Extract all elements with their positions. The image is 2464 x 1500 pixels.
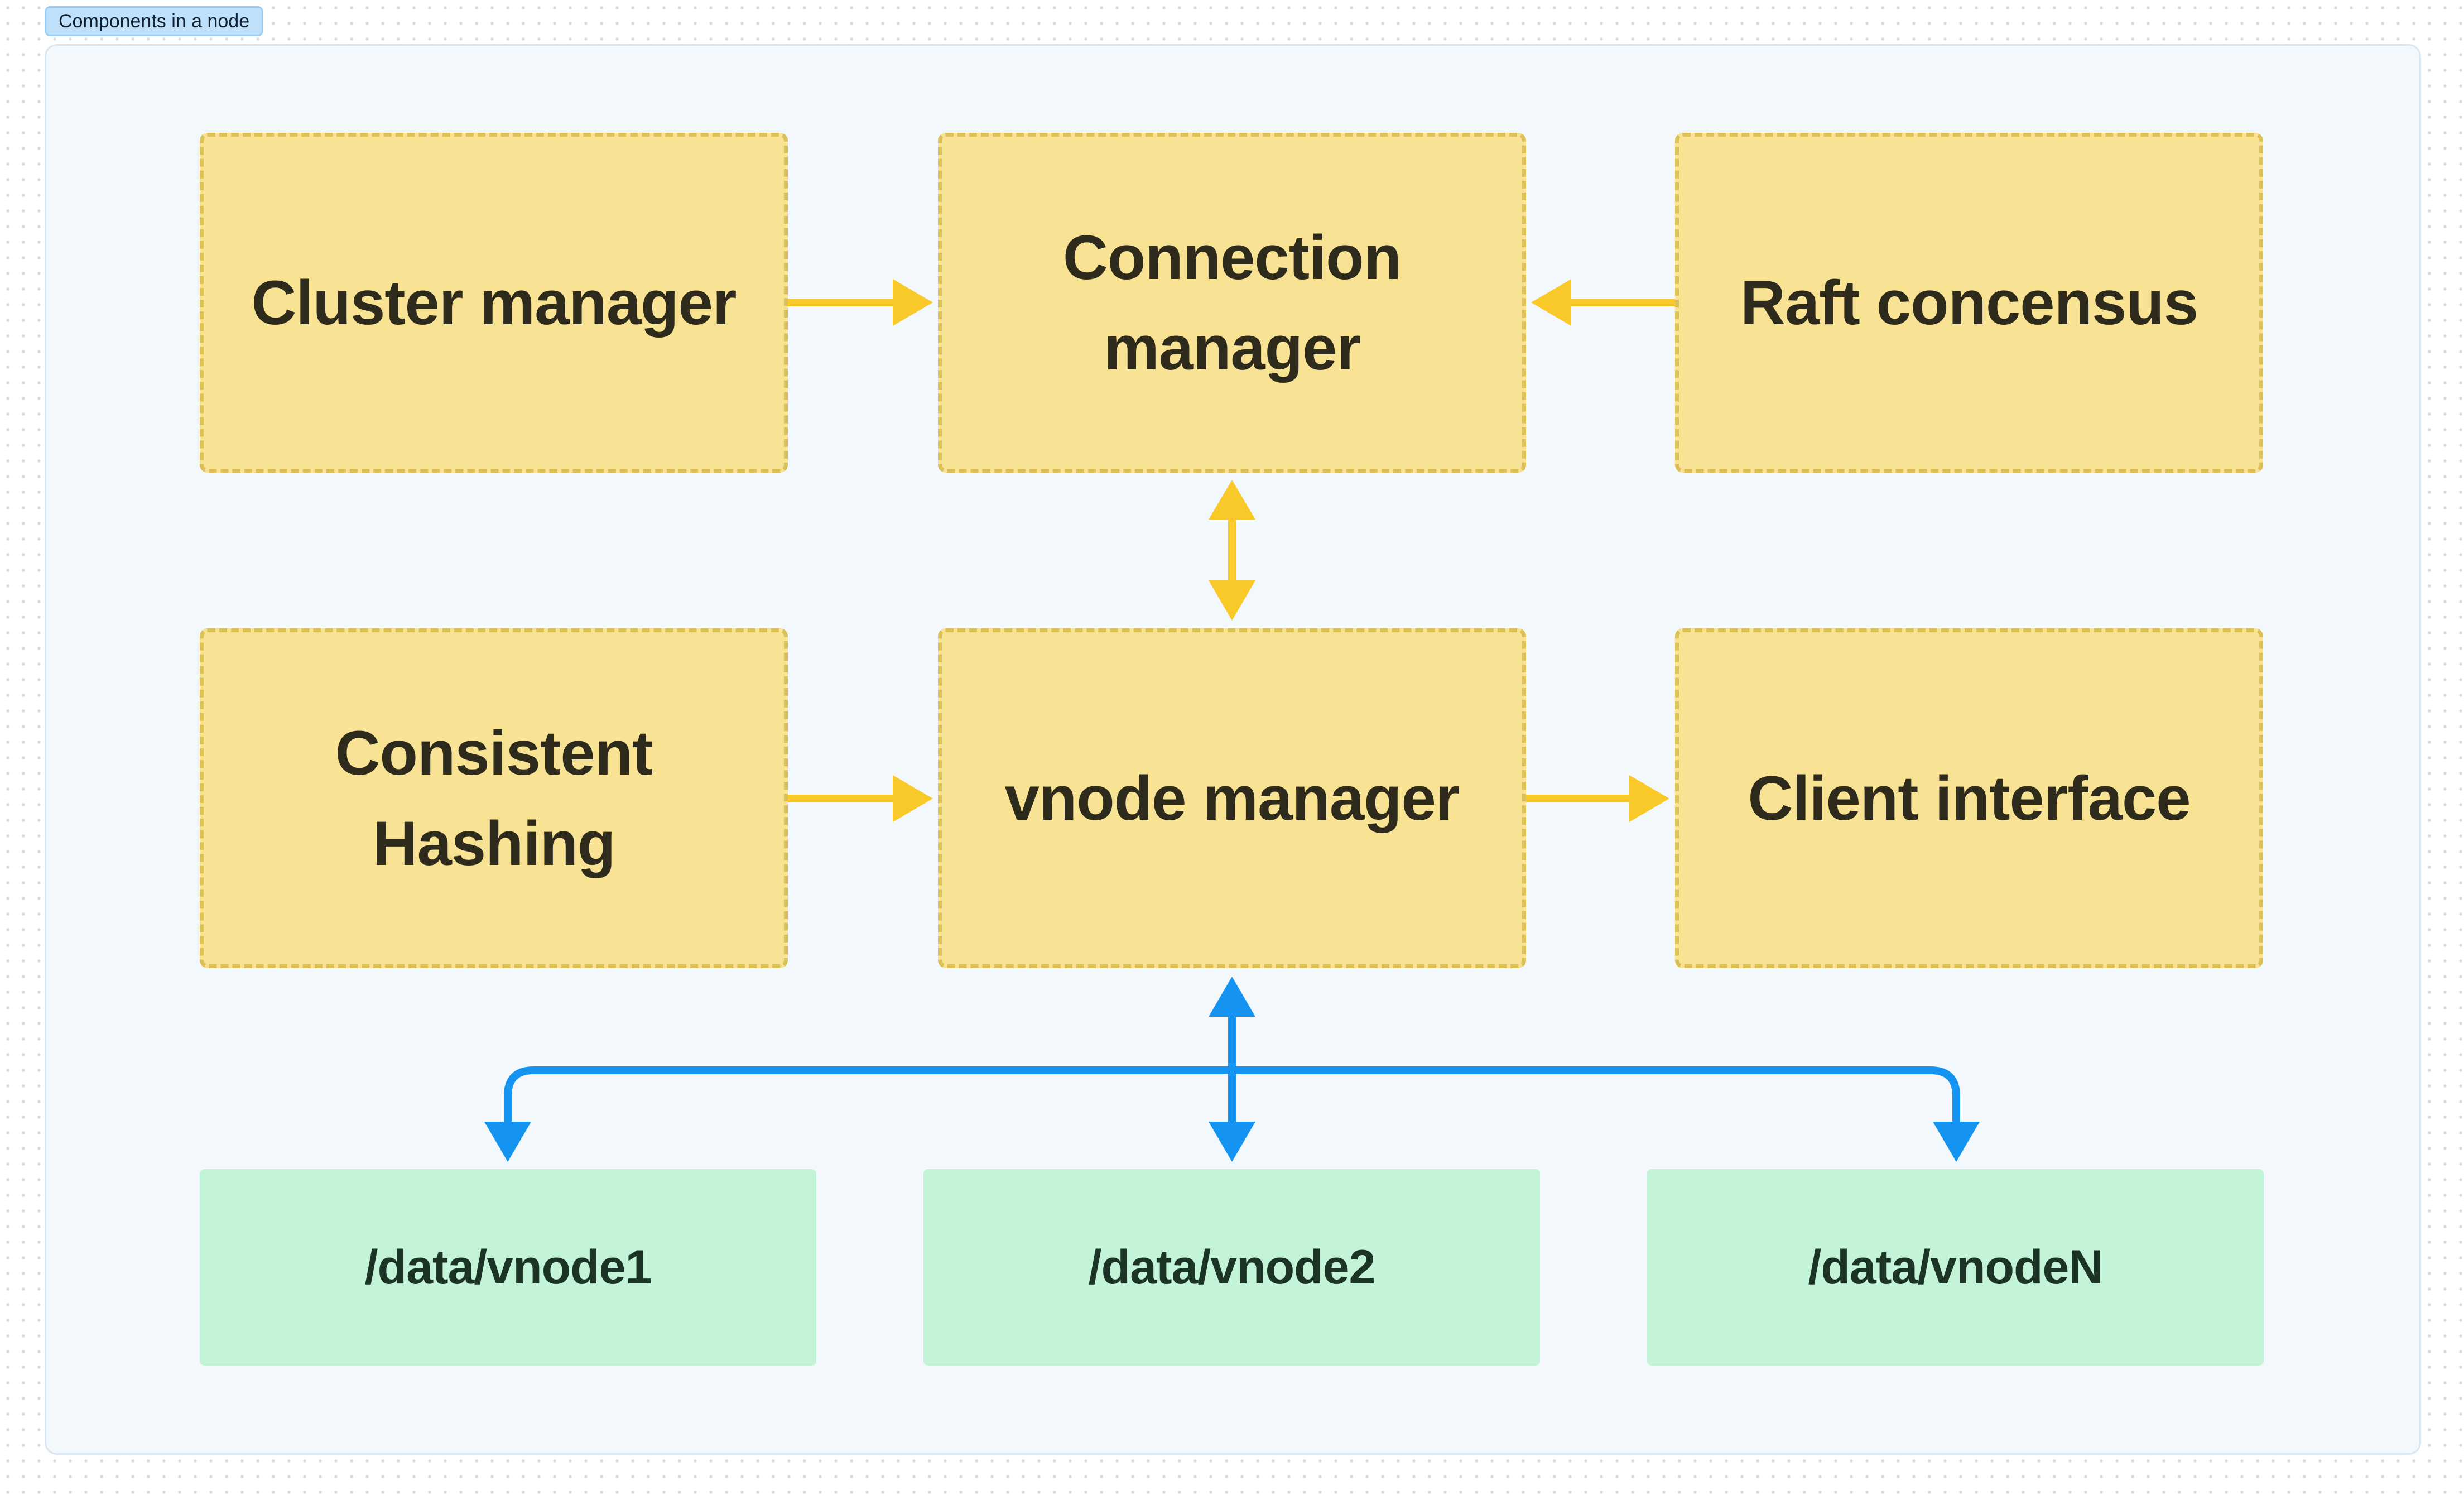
connection-manager-node[interactable]: Connection manager <box>938 133 1526 473</box>
arrow-cluster-to-connection[interactable] <box>788 279 933 326</box>
storage-vnode1[interactable]: /data/vnode1 <box>200 1169 816 1366</box>
frame-label[interactable]: Components in a node <box>45 6 264 36</box>
storage-vnode2-label: /data/vnode2 <box>1088 1240 1376 1294</box>
connection-manager-label: Connection manager <box>1063 222 1402 383</box>
raft-consensus-node[interactable]: Raft concensus <box>1675 133 2263 473</box>
arrow-raft-to-connection[interactable] <box>1531 279 1675 326</box>
arrow-connection-vnode-bidirectional[interactable] <box>1209 480 1255 621</box>
storage-vnode2[interactable]: /data/vnode2 <box>923 1169 1540 1366</box>
storage-vnodeN-label: /data/vnodeN <box>1808 1240 2104 1294</box>
cluster-manager-label: Cluster manager <box>251 267 737 338</box>
arrow-hashing-to-vnode[interactable] <box>788 775 933 822</box>
data-arrows[interactable] <box>484 977 1980 1162</box>
control-arrows <box>788 279 1675 822</box>
raft-consensus-label: Raft concensus <box>1740 267 2198 338</box>
vnode-manager-label: vnode manager <box>1004 763 1460 833</box>
client-interface-label: Client interface <box>1748 763 2191 833</box>
consistent-hashing-node[interactable]: Consistent Hashing <box>200 628 788 968</box>
client-interface-node[interactable]: Client interface <box>1675 628 2263 968</box>
vnode-manager-node[interactable]: vnode manager <box>938 628 1526 968</box>
cluster-manager-node[interactable]: Cluster manager <box>200 133 788 473</box>
storage-vnodeN[interactable]: /data/vnodeN <box>1647 1169 2264 1366</box>
consistent-hashing-label: Consistent Hashing <box>335 718 653 878</box>
arrow-vnode-to-client[interactable] <box>1526 775 1669 822</box>
storage-vnode1-label: /data/vnode1 <box>364 1240 652 1294</box>
